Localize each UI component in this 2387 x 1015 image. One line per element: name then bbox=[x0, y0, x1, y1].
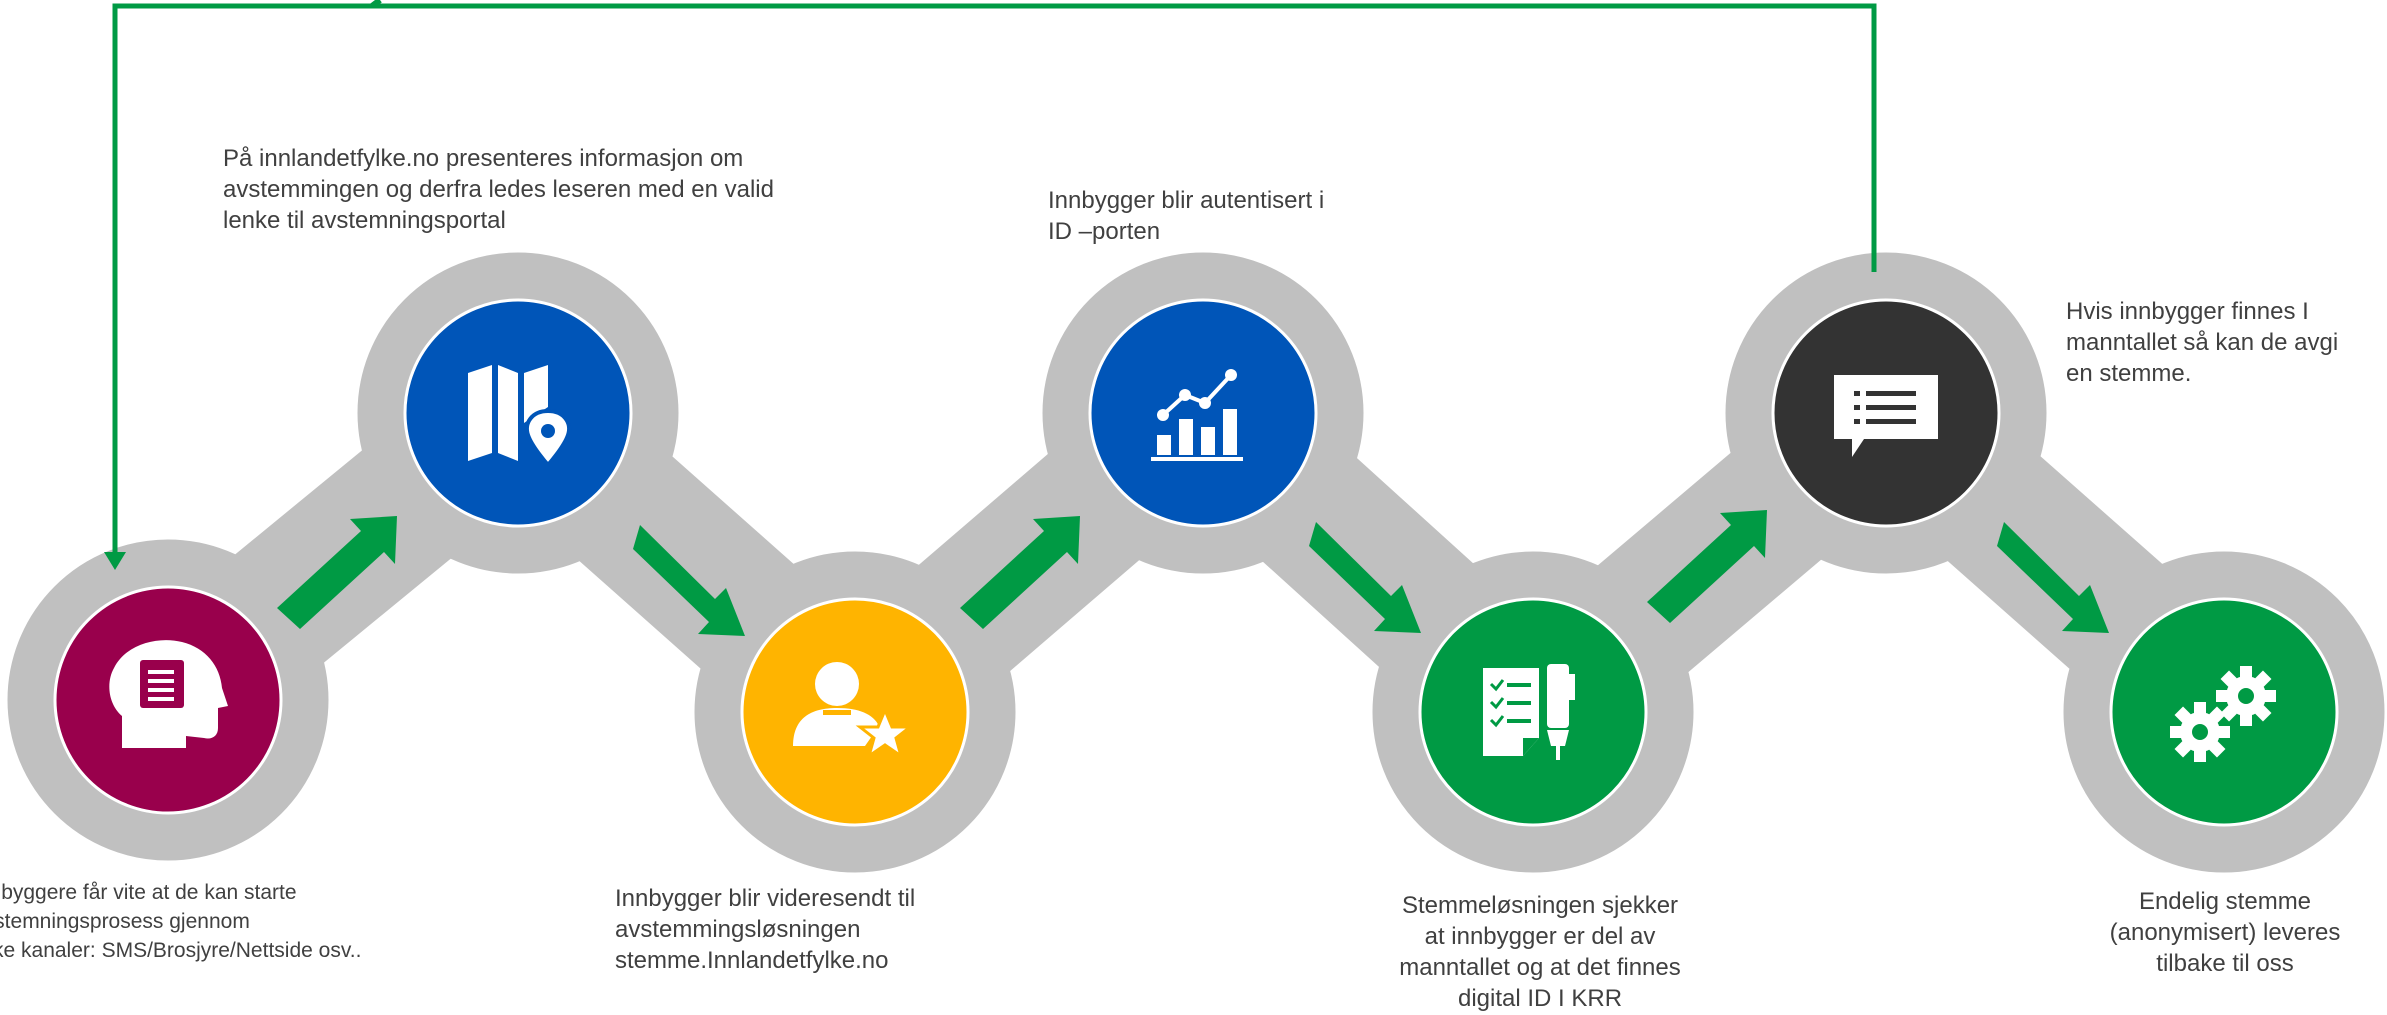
step-7-label: Endelig stemme (anonymisert) leveres til… bbox=[2109, 888, 2341, 977]
step-4-circle bbox=[1088, 298, 1318, 528]
step-1-label: Innbyggere får vite at de kan starte avs… bbox=[0, 881, 362, 962]
map-pin-icon bbox=[468, 365, 571, 469]
step-3-label: Innbygger blir videresendt til avstemmin… bbox=[615, 885, 916, 974]
step-5-label: Stemmeløsningen sjekker at innbygger er … bbox=[1399, 892, 1681, 1012]
arrow-2-to-3 bbox=[633, 525, 745, 636]
step-4-label: Innbygger blir autentisert i ID –porten bbox=[1048, 187, 1325, 245]
chat-list-icon bbox=[1834, 375, 1938, 457]
step-6-label: Hvis innbygger finnes I manntallet så ka… bbox=[2066, 298, 2339, 387]
feedback-tick bbox=[370, 0, 382, 9]
feedback-line bbox=[112, 3, 1877, 555]
step-2-label: På innlandetfylke.no presenteres informa… bbox=[223, 145, 774, 234]
arrow-5-to-6 bbox=[1647, 510, 1767, 623]
checklist-pen-icon bbox=[1483, 664, 1575, 760]
gears-icon bbox=[2170, 666, 2276, 762]
arrow-6-to-7 bbox=[1997, 522, 2109, 633]
flow-arrows bbox=[277, 510, 2109, 636]
arrow-1-to-2 bbox=[277, 516, 397, 629]
arrow-3-to-4 bbox=[960, 516, 1080, 629]
feedback-loop bbox=[104, 0, 1877, 570]
arrow-4-to-5 bbox=[1309, 522, 1421, 633]
bar-chart-icon bbox=[1151, 369, 1243, 461]
head-document-icon bbox=[109, 640, 229, 748]
feedback-arrowhead bbox=[104, 552, 126, 570]
user-star-icon bbox=[793, 662, 915, 760]
